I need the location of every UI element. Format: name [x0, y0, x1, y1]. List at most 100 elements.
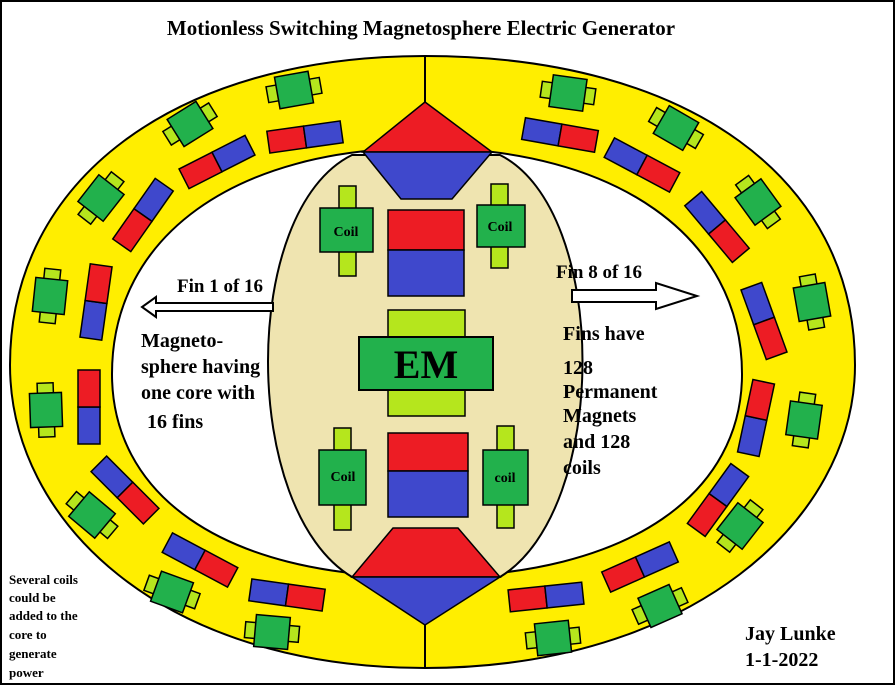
magnet-half	[132, 177, 175, 223]
coil-label: Coil	[488, 220, 513, 235]
ring-coil	[539, 73, 597, 113]
lower-magnet-south	[387, 470, 469, 518]
ring-magnet	[740, 281, 788, 361]
magnetosphere-note: Magneto- sphere having one core with 16 …	[141, 330, 260, 433]
ring-coil	[76, 170, 126, 226]
note-line: and 128	[563, 431, 630, 453]
ring-coil	[784, 391, 824, 449]
coil-winding	[784, 400, 824, 440]
note-line: 128	[563, 357, 593, 379]
magnet-half	[302, 120, 345, 149]
note-line: coils	[563, 457, 601, 479]
core-coil-upper-right: Coil	[476, 183, 526, 269]
coil-label: coil	[495, 471, 516, 486]
note-line: 16 fins	[147, 411, 203, 433]
upper-magnet-north	[387, 209, 465, 251]
left-arrow	[140, 295, 274, 319]
magnet-half	[84, 262, 113, 305]
ring-coil	[715, 498, 765, 554]
magnet-half	[247, 578, 290, 607]
note-line: Permanent	[563, 381, 658, 403]
coil-winding	[636, 583, 684, 629]
ring-magnet	[600, 540, 680, 594]
coil-body	[476, 204, 526, 248]
fin-left-label: Fin 1 of 16	[177, 276, 263, 297]
coil-label: Coil	[331, 470, 356, 485]
coil-winding	[76, 173, 126, 223]
coil-winding	[149, 570, 195, 614]
coil-label: Coil	[334, 225, 359, 240]
coil-winding	[548, 73, 588, 113]
ring-magnet	[507, 581, 585, 613]
fins-note: Fins have 128 Permanent Magnets and 128 …	[563, 323, 658, 479]
note-line: Several coils	[9, 572, 78, 587]
magnet-half	[116, 481, 161, 526]
note-line: core to	[9, 627, 47, 642]
ring-coil	[31, 267, 69, 325]
lower-magnet-north	[387, 432, 469, 472]
ring-magnet	[686, 462, 750, 538]
magnet-half	[544, 581, 585, 609]
magnet-half	[744, 378, 776, 422]
ring-magnet	[736, 378, 776, 458]
magnet-half	[634, 540, 680, 579]
em-core-group: EM	[358, 309, 494, 417]
upper-magnet-south	[387, 249, 465, 297]
fin-right-label: Fin 8 of 16	[556, 262, 642, 283]
ring-coil	[792, 273, 832, 331]
ring-coil	[265, 70, 323, 110]
ring-magnet	[520, 116, 600, 154]
note-line: sphere having	[141, 356, 260, 378]
ring-coil	[524, 619, 582, 657]
core-coil-lower-right: coil	[482, 425, 529, 529]
ring-coil	[142, 570, 202, 614]
ring-coil	[28, 381, 64, 439]
coil-body	[319, 207, 374, 253]
magnet-half	[79, 299, 108, 342]
magnet-half	[77, 369, 101, 408]
magnet-half	[77, 406, 101, 445]
bottom-pole-blue	[349, 576, 503, 626]
magnet-half	[752, 316, 788, 361]
ring-magnet	[111, 177, 175, 253]
note-line: power	[9, 665, 44, 680]
magnet-half	[557, 123, 600, 154]
ring-magnet	[161, 531, 239, 589]
note-line: one core with	[141, 382, 255, 404]
note-line: Magnets	[563, 405, 637, 427]
magnet-half	[210, 134, 256, 173]
core-coil-upper-left: Coil	[319, 185, 374, 277]
top-pole-piece	[360, 101, 495, 200]
coil-winding	[67, 490, 117, 540]
coil-body	[482, 449, 529, 506]
coil-winding	[28, 391, 64, 429]
magnet-half	[265, 125, 308, 154]
coil-winding	[734, 177, 782, 227]
coil-winding	[715, 501, 765, 551]
ring-magnet	[683, 190, 751, 264]
right-arrow	[571, 281, 701, 311]
magnet-half	[708, 462, 750, 508]
ring-coil	[631, 583, 689, 629]
core-coil-lower-left: Coil	[318, 427, 367, 531]
ring-magnet	[77, 369, 101, 445]
coil-body	[318, 449, 367, 506]
coil-winding	[31, 276, 69, 316]
several-coils-note: Several coils could be added to the core…	[9, 572, 78, 680]
ring-magnet	[247, 578, 327, 612]
author-date: 1-1-2022	[745, 649, 818, 671]
diagram-title: Motionless Switching Magnetosphere Elect…	[167, 16, 675, 40]
ring-magnet	[89, 454, 161, 526]
bottom-pole-piece	[349, 527, 503, 626]
em-label: EM	[394, 342, 458, 387]
top-pole-blue	[361, 151, 494, 200]
ring-coil	[243, 613, 301, 651]
note-line: could be	[9, 590, 56, 605]
note-line: generate	[9, 646, 57, 661]
note-line: Magneto-	[141, 330, 223, 352]
magnet-half	[635, 154, 681, 194]
coil-winding	[252, 613, 292, 651]
magnet-half	[193, 549, 239, 589]
